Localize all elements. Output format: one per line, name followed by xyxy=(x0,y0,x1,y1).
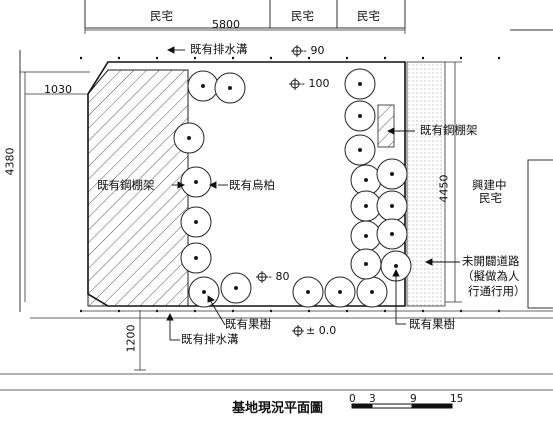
road-label-2: （擬做為人 xyxy=(462,269,520,283)
road-label-3: 行通行用） xyxy=(468,284,526,298)
construction-label-2: 民宅 xyxy=(479,191,502,205)
house-label-3: 民宅 xyxy=(357,9,380,23)
construction-label-1: 興建中 xyxy=(472,178,507,192)
elevation-markers xyxy=(256,45,304,337)
house-label-1: 民宅 xyxy=(150,9,173,23)
elevation-label-100: - 100 xyxy=(301,77,330,90)
site-boundary xyxy=(87,61,406,307)
road-label-1: 未開闢道路 xyxy=(462,254,520,268)
dimension-height-left: 4380 xyxy=(3,147,17,176)
scale-tick-0: 0 xyxy=(349,393,356,405)
boundary-fence-lines xyxy=(0,310,553,391)
scale-tick-9: 9 xyxy=(410,393,417,405)
dimension-line-bottom xyxy=(134,310,146,371)
elevation-label-80: - 80 xyxy=(268,270,290,283)
drain-label-bottom: 既有排水溝 xyxy=(181,332,239,346)
leader-arrows xyxy=(166,46,460,341)
trellis-label-right: 既有鋼棚架 xyxy=(420,123,478,137)
scale-bar xyxy=(351,403,453,409)
house-label-2: 民宅 xyxy=(291,9,314,23)
scale-tick-15: 15 xyxy=(450,393,464,405)
neighbor-house-outlines xyxy=(19,0,406,312)
dimension-offset-bottom: 1200 xyxy=(124,324,138,353)
elevation-label-90: - 90 xyxy=(303,44,325,57)
small-trellis xyxy=(377,104,395,148)
trellis-label-left: 既有鋼棚架 xyxy=(97,178,155,192)
drawing-title: 基地現況平面圖 xyxy=(232,401,324,416)
dimension-height-right: 4450 xyxy=(437,174,451,203)
dimension-line-left xyxy=(20,71,90,302)
unopened-road-strip xyxy=(406,61,446,307)
fruit-tree-label-bottom: 既有果樹 xyxy=(225,317,271,331)
tree-symbols xyxy=(173,68,412,308)
elevation-label-0: ± 0.0 xyxy=(306,324,337,337)
dimension-line-width xyxy=(84,26,406,34)
building-under-construction xyxy=(510,29,553,309)
dimension-offset-left: 1030 xyxy=(44,83,72,96)
dimension-width-top: 5800 xyxy=(212,18,240,31)
fruit-tree-label-right: 既有果樹 xyxy=(409,317,455,331)
drain-label-top: 既有排水溝 xyxy=(190,42,248,56)
scale-tick-3: 3 xyxy=(369,393,376,405)
tree-label-podocarpus: 既有烏柏 xyxy=(229,178,275,192)
